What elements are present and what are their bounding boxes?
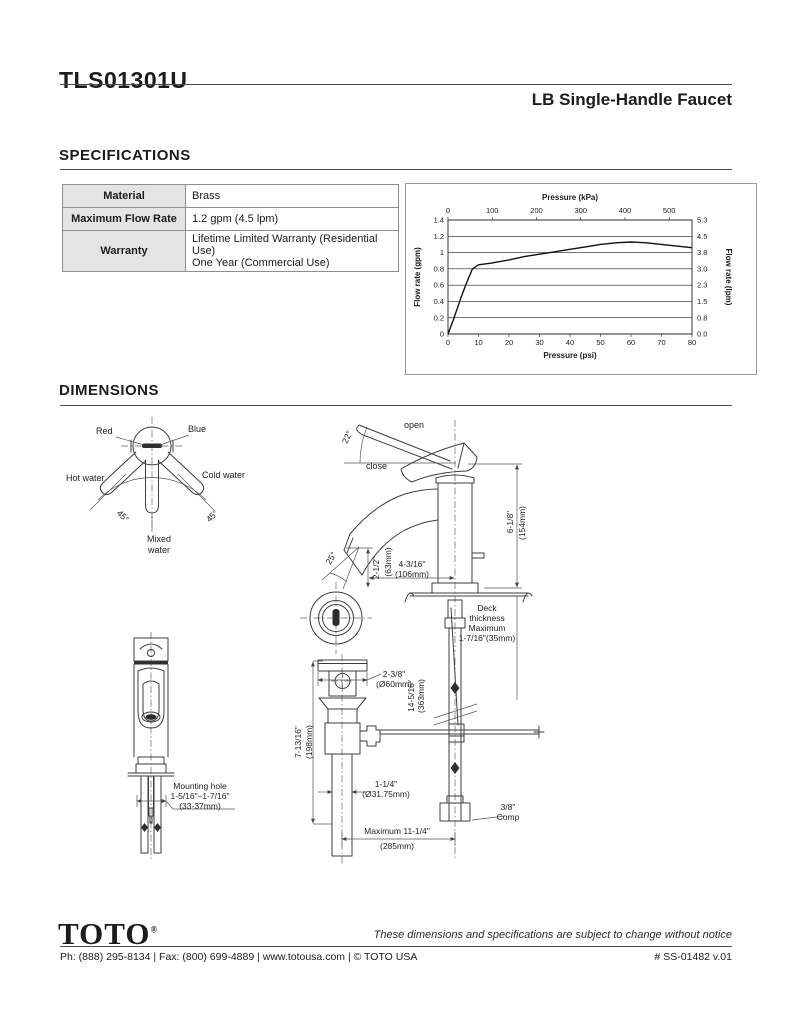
svg-text:0.8: 0.8: [697, 313, 707, 322]
label-max-reach-line1: Maximum 11-1/4": [364, 826, 430, 836]
flow-rate-chart: 0 0.0 0.2 0.8 0.4 1.5 0.6 2.3 0.8 3.0 1 3.8 1.2 4.5 1.…: [413, 193, 733, 360]
svg-text:500: 500: [663, 206, 676, 215]
svg-text:Pressure (psi): Pressure (psi): [543, 351, 597, 360]
handle-top-view-drawing: [89, 417, 215, 533]
model-number: TLS01301U: [59, 67, 188, 94]
svg-text:300: 300: [574, 206, 587, 215]
dimension-line-art: [89, 417, 545, 864]
footer-contact: Ph: (888) 295-8134 | Fax: (800) 699-4889…: [60, 951, 418, 963]
svg-text:0.2: 0.2: [434, 313, 444, 322]
footer-divider: [60, 946, 732, 947]
svg-text:0.8: 0.8: [434, 264, 444, 273]
svg-text:10: 10: [474, 338, 482, 347]
svg-text:2.3: 2.3: [697, 281, 707, 290]
svg-text:80: 80: [688, 338, 696, 347]
spec-label-material: Material: [62, 184, 186, 208]
label-drain-height-in: 7-13/16": [292, 726, 303, 758]
svg-text:0.6: 0.6: [434, 281, 444, 290]
specifications-divider: [60, 169, 732, 170]
svg-text:0.0: 0.0: [697, 330, 707, 339]
svg-text:0: 0: [446, 206, 450, 215]
dimension-diagrams: Red Blue Hot water Cold water 45° 45° Mi…: [60, 412, 585, 877]
svg-text:3.0: 3.0: [697, 264, 707, 273]
label-blue: Blue: [188, 424, 207, 434]
svg-text:1: 1: [440, 248, 444, 257]
svg-text:50: 50: [596, 338, 604, 347]
flow-rate-chart-panel: 0 0.0 0.2 0.8 0.4 1.5 0.6 2.3 0.8 3.0 1 3.8 1.2 4.5 1.…: [405, 183, 757, 375]
warranty-line-1: Lifetime Limited Warranty (Residential U…: [192, 233, 378, 257]
toto-logo: TOTO®: [58, 916, 159, 951]
footer-notice: These dimensions and specifications are …: [373, 929, 732, 941]
label-mounting-hole: Mounting hole 1-5/16"–1-7/16" (33-37mm): [170, 781, 230, 812]
registered-mark: ®: [150, 924, 159, 935]
spec-value-warranty: Lifetime Limited Warranty (Residential U…: [185, 230, 399, 272]
label-max-reach-line2: (285mm): [379, 841, 414, 851]
svg-text:5.3: 5.3: [697, 216, 707, 225]
svg-text:Pressure (kPa): Pressure (kPa): [542, 193, 598, 202]
label-hot-water: Hot water: [66, 473, 105, 483]
svg-text:0: 0: [446, 338, 450, 347]
spec-label-flow-rate: Maximum Flow Rate: [62, 207, 186, 231]
svg-text:1.2: 1.2: [434, 232, 444, 241]
supply-line-drawing: [433, 599, 506, 860]
label-open: open: [404, 420, 425, 430]
label-supply-length-in: 14-5/16": [405, 680, 416, 712]
svg-text:Flow rate (gpm): Flow rate (gpm): [413, 247, 422, 307]
svg-text:70: 70: [657, 338, 665, 347]
label-total-height-in: 6-1/8": [504, 510, 515, 534]
label-red: Red: [96, 426, 113, 436]
header-divider: [60, 84, 732, 85]
svg-text:0: 0: [440, 330, 444, 339]
dimensions-divider: [60, 405, 732, 406]
svg-text:1.4: 1.4: [434, 216, 444, 225]
svg-text:1.5: 1.5: [697, 297, 707, 306]
spec-value-material: Brass: [185, 184, 399, 208]
svg-text:60: 60: [627, 338, 635, 347]
svg-text:0.4: 0.4: [434, 297, 444, 306]
dimensions-heading: DIMENSIONS: [59, 382, 160, 399]
label-deck-thickness: Deck thickness Maximum 1-7/16"(35mm): [458, 603, 516, 644]
label-drain-height-mm: (198mm): [303, 724, 314, 760]
svg-text:4.5: 4.5: [697, 232, 707, 241]
label-supply-length-mm: (363mm): [415, 678, 426, 714]
label-drain-flange: 2-3/8" (Ø60mm): [376, 669, 412, 690]
specifications-table: Material Brass Maximum Flow Rate 1.2 gpm…: [62, 184, 399, 272]
faucet-front-view-drawing: [127, 632, 235, 860]
specifications-heading: SPECIFICATIONS: [59, 147, 191, 164]
escutcheon-top-view-drawing: [300, 582, 372, 654]
product-name: LB Single-Handle Faucet: [531, 90, 732, 109]
label-comp-fitting: 3/8" Comp: [496, 802, 520, 823]
svg-text:200: 200: [530, 206, 543, 215]
svg-text:30: 30: [535, 338, 543, 347]
label-tailpiece: 1-1/4" (Ø31.75mm): [362, 779, 410, 800]
label-spout-reach: 4-3/16" (106mm): [394, 559, 429, 580]
spec-value-flow-rate: 1.2 gpm (4.5 lpm): [185, 207, 399, 231]
warranty-line-2: One Year (Commercial Use): [192, 257, 330, 269]
label-mixed-water: Mixed water: [146, 534, 171, 555]
svg-text:40: 40: [566, 338, 574, 347]
faucet-side-view-drawing: [321, 420, 533, 700]
spec-label-warranty: Warranty: [62, 230, 186, 272]
svg-text:100: 100: [486, 206, 499, 215]
document-number: # SS-01482 v.01: [654, 951, 732, 963]
label-cold-water: Cold water: [202, 470, 246, 480]
label-total-height-mm: (154mm): [516, 505, 527, 541]
label-spout-height-in: 2-1/2": [370, 556, 381, 580]
svg-text:400: 400: [619, 206, 632, 215]
svg-text:3.8: 3.8: [697, 248, 707, 257]
svg-text:20: 20: [505, 338, 513, 347]
label-close: close: [366, 461, 388, 471]
svg-text:Flow rate (lpm): Flow rate (lpm): [724, 249, 733, 306]
